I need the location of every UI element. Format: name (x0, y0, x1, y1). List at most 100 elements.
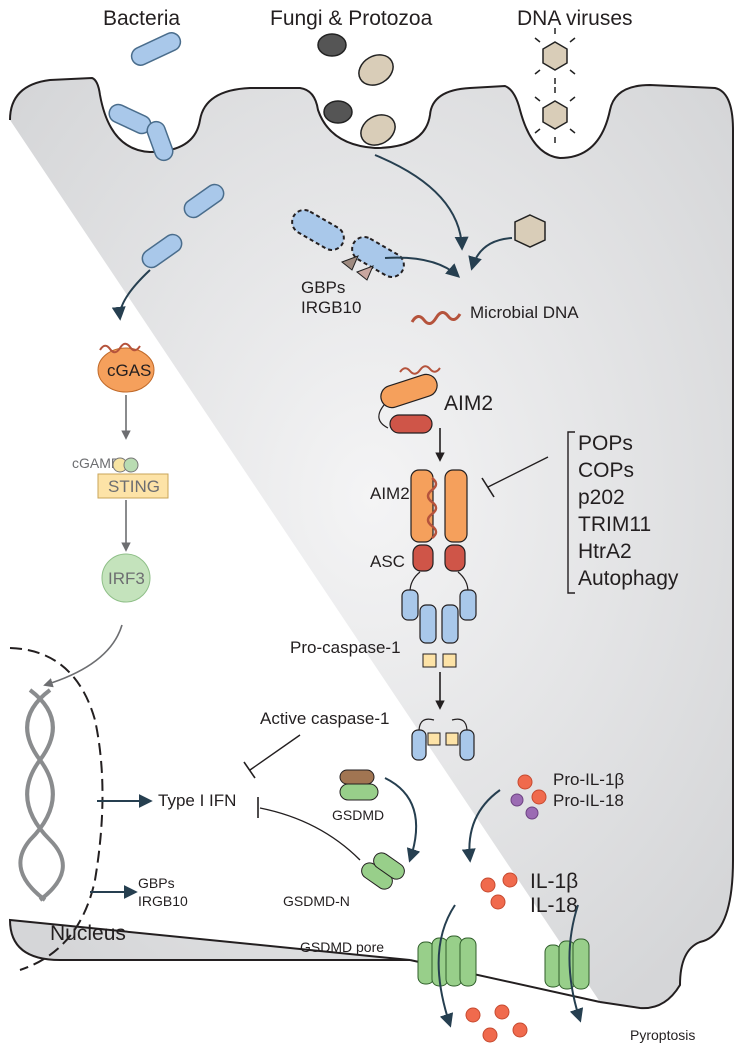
aim2-linker (378, 404, 389, 429)
sting-label: STING (108, 477, 160, 496)
released-cytokine (512, 1022, 528, 1038)
cgas-label: cGAS (107, 361, 151, 380)
procaspase-card-left (401, 589, 419, 621)
aim2-hin-left (410, 469, 434, 543)
procaspase-p20-left (419, 604, 437, 644)
pro-il1b-label: Pro-IL-1β (553, 770, 624, 789)
dna-virus (542, 100, 568, 130)
cgas-node (97, 347, 155, 393)
active-caspase-blue (459, 729, 475, 761)
type-i-ifn-label: Type I IFN (158, 791, 236, 810)
gsdmd-green (339, 783, 379, 801)
released-cytokine (465, 1007, 481, 1023)
protozoa (358, 54, 394, 86)
nucleus-envelope (9, 647, 104, 971)
pro-cytokines (510, 774, 547, 820)
aim2-complex (401, 469, 477, 668)
arrow-gsdmd-to-gsdmdn (384, 777, 421, 863)
active-caspase-label: Active caspase-1 (260, 709, 389, 728)
dna-virus (542, 41, 568, 71)
irf3-label: IRF3 (108, 569, 145, 588)
bacterium (141, 233, 183, 269)
il1b-label: IL-1β (530, 870, 578, 893)
inhibition-bar (481, 477, 495, 498)
fungus-dark (323, 100, 353, 124)
pro-il1b-bead (531, 789, 547, 805)
bacterium-dashed (291, 209, 345, 251)
asc-right (444, 544, 466, 572)
inhibit-caspase-to-ifn (249, 734, 301, 771)
microbial-dna-helix (410, 311, 462, 325)
gbp-triangle (341, 255, 359, 271)
aim2-hin-right (444, 469, 468, 543)
bacterium (130, 32, 182, 66)
bacterium (183, 183, 225, 219)
aim2-pyd-domain (389, 414, 433, 434)
pro-il18-label: Pro-IL-18 (553, 791, 624, 810)
irgb10-label-2: IRGB10 (138, 893, 188, 909)
protozoa (360, 114, 396, 146)
aim2-bound-dna (399, 365, 441, 375)
gsdmd-pore-right (544, 938, 590, 990)
inhibitor-item: COPs (578, 459, 634, 482)
il18-label: IL-18 (530, 894, 578, 917)
microbial-dna-label: Microbial DNA (470, 303, 579, 322)
procaspase-card-right (459, 589, 477, 621)
gbps-label: GBPs (301, 278, 345, 297)
released-cytokine (482, 1027, 498, 1043)
active-caspase-yellow (445, 732, 459, 746)
pro-il1b-bead (517, 774, 533, 790)
aim2-label-complex: AIM2 (370, 484, 410, 503)
cgamp-molecule (123, 457, 139, 473)
pro-il18-bead (510, 793, 524, 807)
dna-virus-released (514, 214, 546, 248)
pro-caspase-label: Pro-caspase-1 (290, 638, 401, 657)
bacteria-group (108, 32, 225, 269)
gbps-label-2: GBPs (138, 875, 175, 891)
procaspase-p20-right (441, 604, 459, 644)
gbp-triangle (356, 265, 374, 281)
arrow-fungi-to-dna (374, 154, 469, 251)
inhibitor-item: Autophagy (578, 567, 679, 590)
asc-label: ASC (370, 552, 405, 571)
fungi-protozoa-group (317, 33, 396, 146)
il18-bead (490, 894, 506, 910)
inhibitor-list: POPs COPs p202 TRIM11 HtrA2 Autophagy (578, 432, 679, 590)
sting-box (97, 473, 169, 499)
complex-dna (426, 477, 438, 539)
inhibitor-item: p202 (578, 486, 625, 509)
asc-left (412, 544, 434, 572)
bacterium (146, 120, 174, 162)
arrow-cytokine-release-left (437, 904, 456, 1028)
irf3-node (101, 553, 151, 603)
inhibitor-item: POPs (578, 432, 633, 455)
dna-viruses-label: DNA viruses (517, 7, 633, 30)
inhibit-caspase-bar (243, 761, 256, 779)
gsdmd-n-fragment (373, 852, 405, 880)
gsdmd-brown (339, 769, 375, 785)
il1b-bead (480, 877, 496, 893)
nucleus-label: Nucleus (50, 922, 126, 945)
pyroptosis-label: Pyroptosis (630, 1027, 695, 1043)
arrow-pro-to-mature (461, 789, 501, 863)
inhibitor-bracket (567, 431, 575, 594)
gsdmd-pore-left (417, 935, 477, 987)
active-caspase-yellow (427, 732, 441, 746)
cell-membrane (8, 76, 734, 1010)
arrow-cytokine-release-right (568, 904, 584, 1023)
fungus-dark (317, 33, 347, 57)
fungi-protozoa-label: Fungi & Protozoa (270, 7, 433, 30)
inhibition-line (487, 456, 549, 488)
procaspase-p10-left (422, 653, 437, 668)
arrow-virus-to-dna (468, 237, 513, 271)
arrow-bacteria-to-cgas (111, 269, 151, 321)
cgas-dna (99, 342, 141, 354)
gsdmd-n-label: GSDMD-N (283, 893, 350, 909)
il1b-bead (502, 872, 518, 888)
arrow-irf3-to-nucleus (43, 624, 123, 688)
procaspase-p10-right (442, 653, 457, 668)
aim2-label-top: AIM2 (444, 392, 493, 415)
cgamp-label: cGAMP (72, 455, 120, 471)
released-cytokine (494, 1004, 510, 1020)
